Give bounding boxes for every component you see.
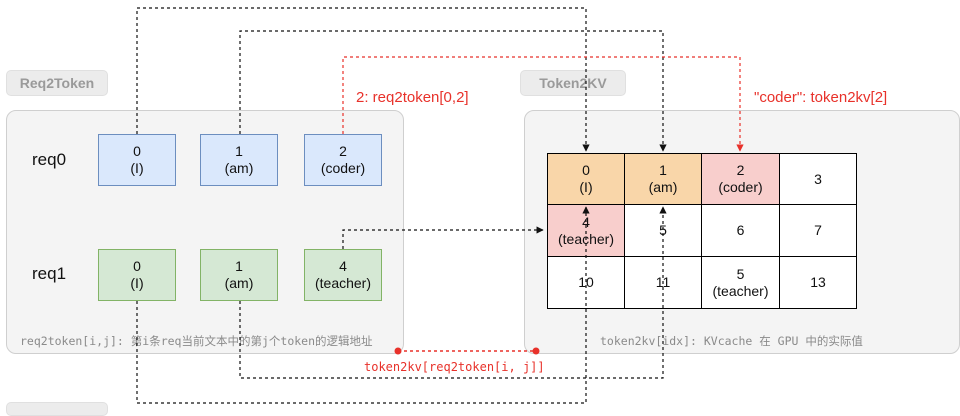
kv-value: 6 <box>736 222 745 238</box>
cell-index: 0 <box>133 258 141 274</box>
kv-cell: 1 (am) <box>624 153 702 205</box>
kv-cell: 3 <box>779 153 857 205</box>
kv-cell: 5 (teacher) <box>701 256 780 309</box>
req1-token-cell: 4 (teacher) <box>304 249 382 301</box>
kv-sub: (am) <box>648 179 678 195</box>
req-lookup-label: 2: req2token[0,2] <box>356 89 469 106</box>
connector-req0-2 <box>342 56 744 152</box>
kv-value: 2 <box>736 162 745 178</box>
cell-index: 4 <box>339 258 347 274</box>
kv-value: 3 <box>814 170 822 187</box>
kv-cell: 13 <box>779 256 857 309</box>
req0-token-cell: 0 (I) <box>98 134 176 186</box>
kv-sub: (teacher) <box>712 282 769 299</box>
kv-value: 1 <box>659 162 667 178</box>
connector-req1-1 <box>239 206 667 379</box>
cell-word: (I) <box>130 275 144 291</box>
cell-index: 2 <box>339 143 347 159</box>
req0-label: req0 <box>32 150 67 169</box>
cell-word: (teacher) <box>314 275 372 291</box>
composition-endpoint <box>394 347 402 355</box>
kv-value: 0 <box>582 162 590 178</box>
kv-sub: (coder) <box>718 179 763 195</box>
cell-word: (coder) <box>320 160 366 176</box>
req2token-title: Req2Token <box>6 70 108 96</box>
connector-req1-2 <box>342 226 544 249</box>
req0-token-cell: 1 (am) <box>200 134 278 186</box>
composition-endpoint <box>532 347 540 355</box>
kv-cell: 0 (I) <box>547 153 625 205</box>
connector-req0-1 <box>239 30 667 152</box>
cell-word: (I) <box>130 160 144 176</box>
req1-token-cell: 0 (I) <box>98 249 176 301</box>
cell-word: (am) <box>224 275 254 291</box>
req2token-caption: req2token[i,j]: 第i条req当前文本中的第j个token的逻辑地… <box>20 334 373 348</box>
token2kv-title: Token2KV <box>520 70 626 96</box>
cell-word: (am) <box>224 160 254 176</box>
connector-req0-0 <box>136 7 590 152</box>
kv-value: 13 <box>810 274 826 290</box>
composition-label: token2kv[req2token[i, j]] <box>364 360 545 374</box>
token2kv-caption: token2kv[idx]: KVcache 在 GPU 中的实际值 <box>600 334 863 348</box>
kv-sub: (I) <box>579 179 593 195</box>
cell-index: 1 <box>235 258 243 274</box>
kv-lookup-label: "coder": token2kv[2] <box>754 89 888 106</box>
req1-label: req1 <box>32 264 67 283</box>
kv-value: 5 <box>736 265 745 282</box>
req1-token-cell: 1 (am) <box>200 249 278 301</box>
cell-index: 1 <box>235 143 243 159</box>
cell-index: 0 <box>133 143 141 159</box>
connector-req1-0 <box>136 206 590 404</box>
kv-value: 7 <box>814 222 822 238</box>
kv-cell: 2 (coder) <box>701 153 780 205</box>
req0-token-cell: 2 (coder) <box>304 134 382 186</box>
